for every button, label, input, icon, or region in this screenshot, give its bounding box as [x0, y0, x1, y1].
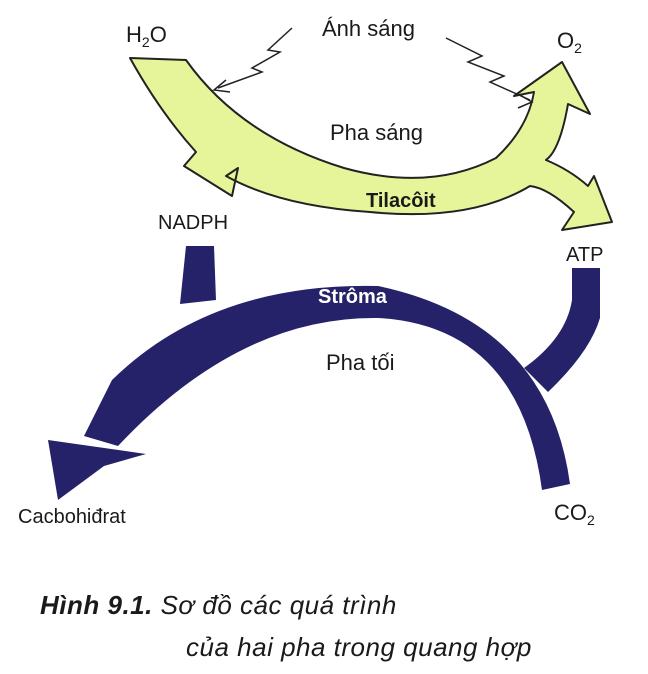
light-ray-right-arrowhead: [517, 93, 534, 109]
dark-phase-label: Pha tối: [326, 350, 395, 375]
stroma-label: Strôma: [318, 286, 387, 308]
h2o-label: H2O: [126, 22, 167, 50]
light-rays: [212, 27, 534, 109]
o2-base: O: [557, 28, 575, 53]
atp-inlet-stem: [524, 268, 600, 392]
carbohydrate-arrowhead: [48, 440, 146, 500]
light-phase-band: [129, 57, 613, 231]
carbohydrate-label: Cacbohiđrat: [18, 506, 126, 528]
atp-label: ATP: [566, 244, 604, 266]
caption-line1-text: Sơ đồ các quá trình: [160, 590, 397, 620]
h2o-end: O: [149, 22, 167, 47]
co2-label: CO2: [554, 500, 595, 528]
co2-base: CO: [554, 500, 587, 525]
thylakoid-label: Tilacôit: [366, 190, 436, 212]
figure-number: Hình 9.1.: [40, 590, 153, 620]
light-ray-right: [445, 37, 531, 101]
thylakoid-arc: [129, 57, 613, 231]
stroma-arc: [84, 285, 570, 490]
figure-caption-line2: của hai pha trong quang hợp: [186, 632, 532, 662]
o2-label: O2: [557, 28, 582, 56]
dark-phase-band: [48, 246, 600, 500]
h2o-subscript: 2: [141, 34, 150, 50]
light-phase-label: Pha sáng: [330, 120, 423, 145]
light-ray-left-arrowhead: [212, 79, 231, 93]
light-label: Ánh sáng: [322, 16, 415, 41]
nadph-label: NADPH: [158, 212, 229, 234]
co2-subscript: 2: [587, 512, 595, 528]
nadph-inlet-stem: [180, 246, 216, 304]
figure-caption-line1: Hình 9.1. Sơ đồ các quá trình: [40, 590, 397, 621]
h2o-base: H: [126, 22, 142, 47]
light-ray-left: [217, 27, 293, 89]
o2-subscript: 2: [574, 40, 582, 56]
